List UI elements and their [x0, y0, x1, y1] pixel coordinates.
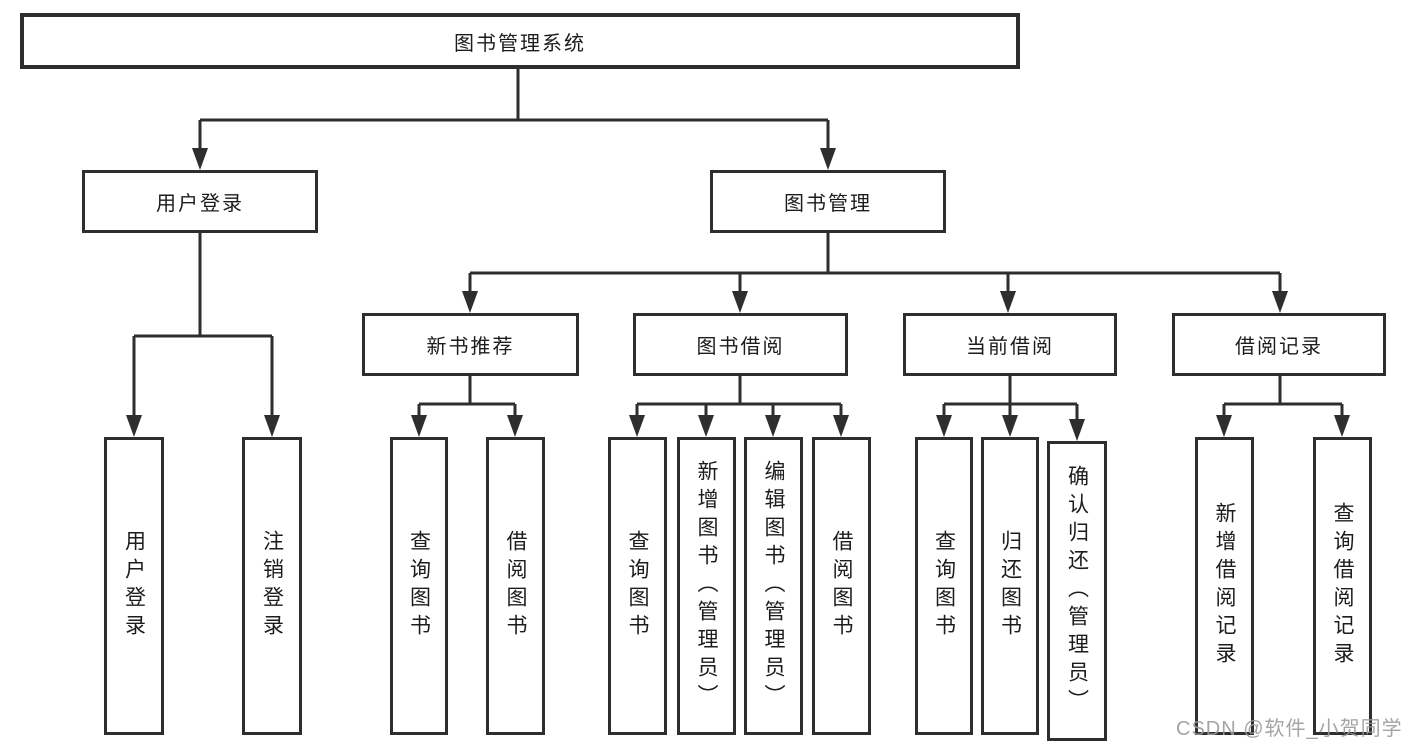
node-new-book-recommend-label: 新书推荐 — [426, 336, 515, 358]
leaf-add-borrow-record: 新增借阅记录 — [1195, 437, 1254, 735]
node-book-management: 图书管理 — [710, 170, 946, 233]
arrow-down-icon — [1272, 291, 1288, 313]
arrow-down-icon — [1216, 415, 1232, 437]
leaf-borrow-books-1: 借阅图书 — [486, 437, 545, 735]
leaf-query-books-1-label: 查询图书 — [407, 530, 431, 642]
leaf-user-login-label: 用户登录 — [122, 530, 146, 642]
arrow-down-icon — [629, 415, 645, 437]
leaf-query-borrow-record-label: 查询借阅记录 — [1331, 502, 1354, 670]
arrow-down-icon — [126, 415, 142, 437]
arrow-down-icon — [1069, 419, 1085, 441]
leaf-add-books-admin: 新增图书（管理员） — [677, 437, 736, 735]
edge-borrowing-records-branch — [1222, 376, 1344, 425]
leaf-add-books-admin-label: 新增图书（管理员） — [695, 460, 718, 712]
arrow-down-icon — [192, 148, 208, 170]
arrow-down-icon — [698, 415, 714, 437]
node-root-label: 图书管理系统 — [454, 32, 586, 55]
leaf-query-books-2: 查询图书 — [608, 437, 667, 735]
node-user-login: 用户登录 — [82, 170, 318, 233]
arrow-down-icon — [820, 148, 836, 170]
node-current-borrowing-label: 当前借阅 — [966, 336, 1054, 358]
arrow-down-icon — [1002, 415, 1018, 437]
node-user-login-label: 用户登录 — [156, 193, 244, 215]
csdn-watermark: CSDN @软件_小贺同学 — [1176, 718, 1403, 740]
leaf-borrow-books-2: 借阅图书 — [812, 437, 871, 735]
leaf-query-books-3-label: 查询图书 — [932, 530, 956, 642]
leaf-return-books: 归还图书 — [981, 437, 1039, 735]
arrow-down-icon — [507, 415, 523, 437]
arrow-down-icon — [411, 415, 427, 437]
leaf-add-borrow-record-label: 新增借阅记录 — [1213, 502, 1236, 670]
arrow-down-icon — [833, 415, 849, 437]
node-root: 图书管理系统 — [20, 13, 1020, 69]
leaf-borrow-books-2-label: 借阅图书 — [830, 530, 853, 642]
leaf-edit-books-admin: 编辑图书（管理员） — [744, 437, 803, 735]
node-borrowing-records: 借阅记录 — [1172, 313, 1386, 376]
leaf-query-books-3: 查询图书 — [915, 437, 973, 735]
leaf-query-borrow-record: 查询借阅记录 — [1313, 437, 1372, 735]
arrow-down-icon — [264, 415, 280, 437]
leaf-edit-books-admin-label: 编辑图书（管理员） — [762, 460, 785, 712]
node-book-borrowing-label: 图书借阅 — [696, 336, 785, 358]
edge-new-book-branch — [417, 376, 517, 425]
leaf-user-login: 用户登录 — [104, 437, 164, 735]
leaf-logout-label: 注销登录 — [260, 530, 284, 642]
edge-user-login-branch — [132, 233, 274, 425]
arrow-down-icon — [765, 415, 781, 437]
edge-book-management-branch — [468, 233, 1282, 301]
leaf-query-books-2-label: 查询图书 — [626, 530, 649, 642]
leaf-confirm-return-admin: 确认归还（管理员） — [1047, 441, 1107, 741]
leaf-logout: 注销登录 — [242, 437, 302, 735]
arrow-down-icon — [1334, 415, 1350, 437]
node-new-book-recommend: 新书推荐 — [362, 313, 579, 376]
leaf-return-books-label: 归还图书 — [998, 530, 1022, 642]
arrow-down-icon — [732, 291, 748, 313]
leaf-confirm-return-admin-label: 确认归还（管理员） — [1065, 465, 1089, 717]
arrow-down-icon — [462, 291, 478, 313]
arrow-down-icon — [1000, 291, 1016, 313]
node-borrowing-records-label: 借阅记录 — [1235, 336, 1323, 358]
node-current-borrowing: 当前借阅 — [903, 313, 1117, 376]
leaf-query-books-1: 查询图书 — [390, 437, 448, 735]
edge-root-to-level2 — [198, 69, 830, 158]
edge-current-borrowing-branch — [942, 376, 1079, 429]
leaf-borrow-books-1-label: 借阅图书 — [504, 530, 527, 642]
arrow-down-icon — [936, 415, 952, 437]
edge-book-borrowing-branch — [635, 376, 843, 425]
arrowheads — [126, 148, 1350, 441]
node-book-management-label: 图书管理 — [784, 193, 872, 215]
node-book-borrowing: 图书借阅 — [633, 313, 848, 376]
